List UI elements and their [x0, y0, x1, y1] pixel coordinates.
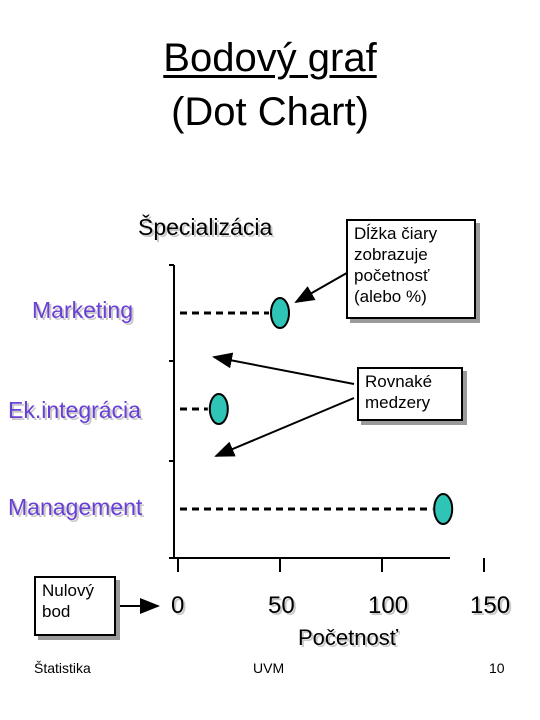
callout-line: bod [42, 602, 71, 621]
category-label-management: Management [8, 494, 143, 520]
category-label-ek-integracia: Ek.integrácia [8, 397, 141, 423]
callout-length-arrow [294, 269, 353, 303]
callout-line: (alebo %) [354, 287, 427, 306]
data-dot [208, 393, 229, 425]
callout-line: početnosť [354, 266, 430, 285]
callout-gaps-arrow-up [212, 352, 355, 385]
category-label-marketing: Marketing [32, 297, 133, 323]
callout-zero-point: Nulový bod [34, 576, 116, 636]
y-axis-title: Špecializácia [138, 214, 273, 240]
callout-equal-gaps: Rovnaké medzery [357, 367, 463, 421]
x-tick-label: 100 [368, 592, 409, 619]
x-tick-label: 0 [171, 592, 185, 619]
slide-title-line2: (Dot Chart) [171, 90, 369, 134]
slide-title-line1: Bodový graf [163, 36, 377, 80]
callout-line: Dĺžka čiary [354, 224, 438, 243]
callout-line: medzery [365, 393, 431, 412]
callout-line-length: Dĺžka čiary zobrazuje početnosť (alebo %… [346, 219, 476, 319]
callout-line: Nulový [42, 581, 94, 600]
x-axis-title: Početnosť [298, 625, 398, 650]
footer-course: Štatistika [34, 660, 91, 676]
footer-page-number: 10 [489, 660, 505, 676]
data-dot [433, 493, 454, 525]
callout-line: Rovnaké [365, 372, 433, 391]
x-tick-label: 50 [268, 592, 295, 619]
data-dot [270, 297, 290, 329]
callout-line: zobrazuje [354, 245, 428, 264]
footer-institution: UVM [253, 660, 285, 676]
callout-gaps-arrow-down [214, 397, 355, 457]
x-tick-label: 150 [470, 592, 511, 619]
